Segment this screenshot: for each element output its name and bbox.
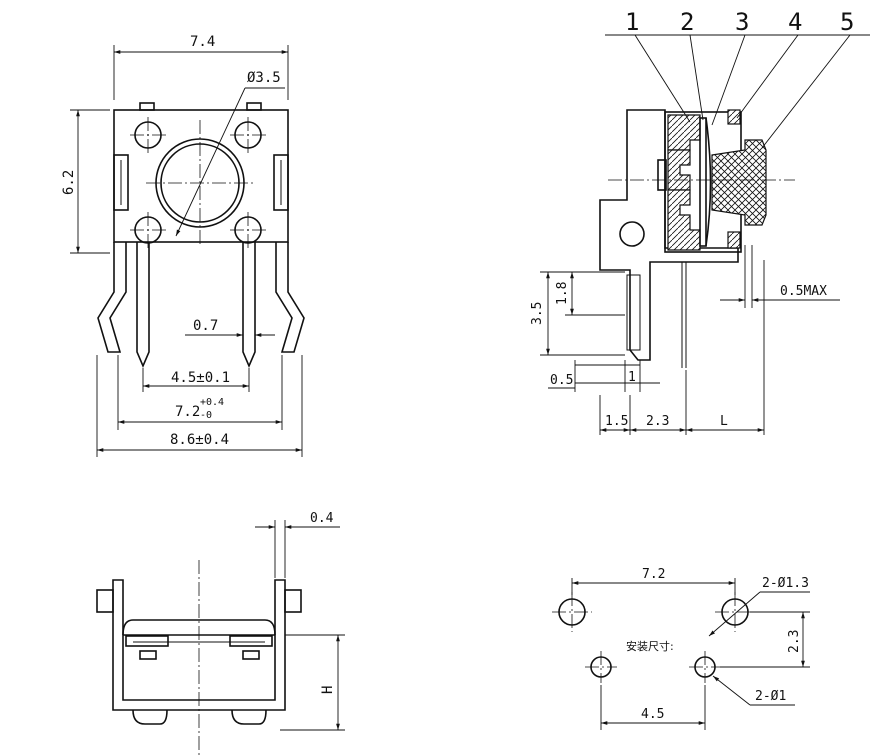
front-actuator [146,120,254,246]
dim-15: 1.5 [605,414,628,429]
dim-actuator-dia: Ø3.5 [247,70,281,86]
dim-width-top: 7.4 [190,34,215,50]
footprint-dimensions: 7.2 2-Ø1.3 安装尺寸: 2.3 2-Ø1 4.5 [571,567,810,730]
front-dimensions: 7.4 Ø3.5 6.2 0.7 4.5±0.1 7.2 +0.4 -0 [61,34,303,457]
footprint-holes [552,592,755,683]
footprint-view: 7.2 2-Ø1.3 安装尺寸: 2.3 2-Ø1 4.5 [552,567,810,730]
dim-35: 3.5 [530,302,545,325]
dim-18: 1.8 [555,282,570,305]
dim-lead-tol-minus: -0 [200,410,212,421]
part-number-5: 5 [840,8,854,36]
dim-05: 0.5 [550,373,573,388]
dim-05max: 0.5MAX [780,284,827,299]
side-view: 1 2 3 4 5 3.5 1.8 0.5 1 [530,8,870,435]
dim-pin-spacing: 4.5±0.1 [171,370,230,386]
bottom-view: 0.4 H [96,511,345,755]
part-number-3: 3 [735,8,749,36]
dim-04: 0.4 [310,511,334,526]
dim-overall-width: 8.6±0.4 [170,432,229,448]
dim-45: 4.5 [641,707,664,722]
mount-dimensions-label: 安装尺寸: [626,639,674,653]
dim-lead-tol-plus: +0.4 [200,397,224,408]
dim-23: 2.3 [646,414,669,429]
part-number-2: 2 [680,8,694,36]
dim-23-footprint: 2.3 [787,630,802,653]
dim-07: 0.7 [193,318,218,334]
part-number-4: 4 [788,8,802,36]
side-part-callouts: 1 2 3 4 5 [605,8,870,149]
dim-height-left: 6.2 [61,170,77,195]
side-dimensions: 3.5 1.8 0.5 1 1.5 2.3 L 0.5MA [530,245,840,435]
dim-H: H [320,686,336,694]
front-pins [97,242,305,369]
bottom-body [96,560,302,755]
bottom-dimensions: 0.4 H [255,511,345,731]
hole-large-label: 2-Ø1.3 [762,576,809,591]
front-corner-holes [130,117,266,248]
side-actuator [608,139,795,226]
dim-72: 7.2 [642,567,665,582]
front-view: 7.4 Ø3.5 6.2 0.7 4.5±0.1 7.2 +0.4 -0 [61,34,305,457]
front-body [113,102,289,243]
hole-small-label: 2-Ø1 [755,689,786,704]
part-number-1: 1 [625,8,639,36]
dim-lead-spacing: 7.2 [175,404,200,420]
dim-1: 1 [628,370,636,385]
dim-L: L [720,414,728,429]
